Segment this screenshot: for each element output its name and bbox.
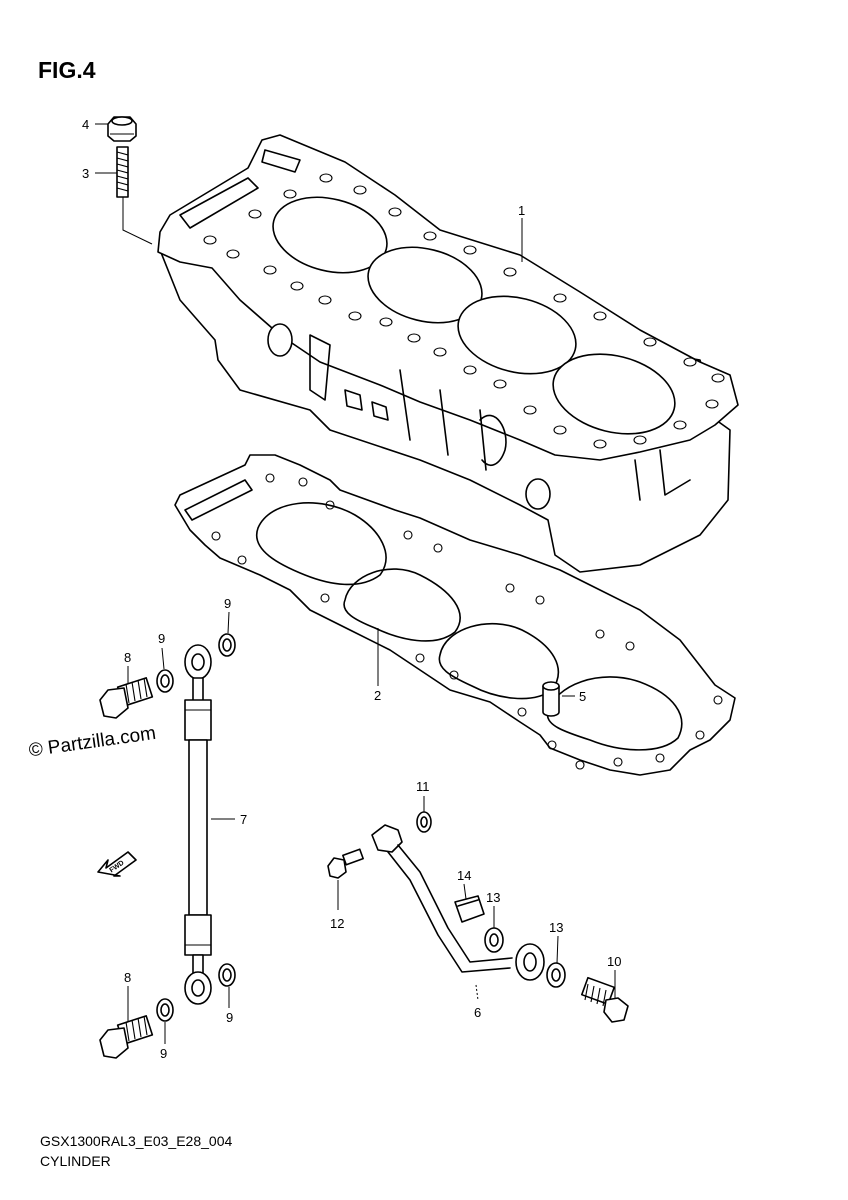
callout-13b: 13 (549, 920, 563, 935)
leader-lines (95, 123, 616, 1044)
callout-12: 12 (330, 916, 344, 931)
callout-7: 7 (240, 812, 247, 827)
callout-1: 1 (518, 203, 525, 218)
callout-labels: 1 2 3 4 5 6 7 8 8 9 9 9 9 10 11 12 13 13… (82, 117, 621, 1061)
watermark: © Partzilla.com (27, 723, 157, 762)
part-11-o-ring (416, 811, 432, 833)
fwd-arrow-badge: FWD (97, 851, 137, 877)
callout-8a: 8 (124, 650, 131, 665)
part-8-union-bolt-lower (99, 1015, 154, 1059)
part-6-oil-pipe (371, 824, 545, 981)
callout-6: 6 (474, 1005, 481, 1020)
part-12-bolt (327, 848, 364, 879)
callout-5: 5 (579, 689, 586, 704)
part-7-oil-hose (184, 644, 212, 1005)
figure-code: GSX1300RAL3_E03_E28_004 (40, 1133, 232, 1149)
callout-3: 3 (82, 166, 89, 181)
part-5-dowel-pin (542, 681, 560, 717)
part-14-clamp (454, 895, 485, 923)
part-4-nut (107, 116, 137, 142)
callout-13a: 13 (486, 890, 500, 905)
callout-14: 14 (457, 868, 471, 883)
callout-9c: 9 (226, 1010, 233, 1025)
part-10-union-bolt (580, 976, 629, 1023)
part-9-washers (156, 633, 236, 1022)
callout-9d: 9 (160, 1046, 167, 1061)
part-3-stud (116, 146, 129, 198)
callout-10: 10 (607, 954, 621, 969)
callout-11: 11 (416, 779, 430, 794)
part-1-cylinder-block (157, 134, 739, 573)
callout-8b: 8 (124, 970, 131, 985)
callout-2: 2 (374, 688, 381, 703)
figure-name: CYLINDER (40, 1153, 111, 1169)
figure-title: FIG.4 (38, 57, 96, 83)
part-8-union-bolt-upper (99, 677, 154, 719)
callout-9b: 9 (224, 596, 231, 611)
callout-9a: 9 (158, 631, 165, 646)
callout-4: 4 (82, 117, 89, 132)
part-2-base-gasket (174, 454, 736, 776)
